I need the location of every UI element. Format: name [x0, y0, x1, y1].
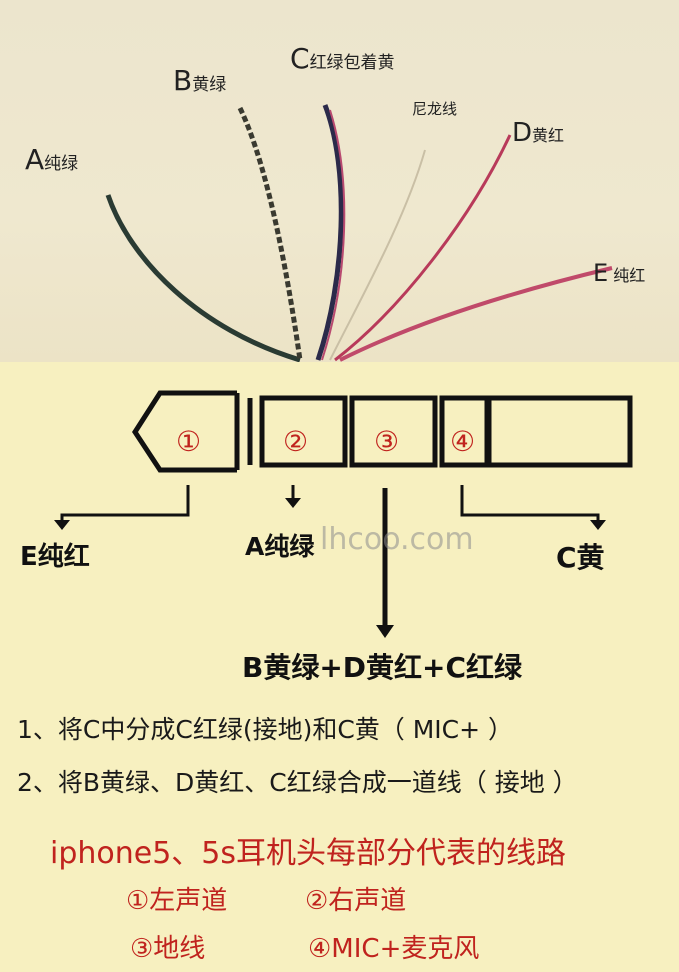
arrow-3-icon	[376, 625, 394, 638]
wire-label-a: A纯绿	[25, 143, 79, 176]
segment-3-number: ③	[374, 425, 400, 458]
wire-label-c: C红绿包着黄	[290, 42, 395, 75]
lead-1	[60, 485, 190, 522]
arrow-2-icon	[285, 498, 301, 508]
segment-1-number: ①	[176, 425, 202, 458]
watermark: lhcoo.com	[320, 522, 474, 557]
wire-nylon	[329, 149, 426, 361]
seg4-connection-label: C黄	[556, 541, 605, 574]
wire-label-e: E 纯红	[593, 259, 646, 287]
seg2-connection-label: A纯绿	[245, 532, 315, 561]
lead-4	[460, 485, 600, 522]
wires-illustration	[105, 104, 613, 362]
arrow-1-icon	[54, 520, 70, 530]
diagram-title: iphone5、5s耳机头每部分代表的线路	[50, 836, 567, 871]
legend-item-2: ②右声道	[305, 886, 407, 916]
instruction-1: 1、将C中分成C红绿(接地)和C黄（ MIC+ ）	[17, 715, 514, 744]
legend-item-3: ③地线	[130, 934, 206, 964]
segment-4-number: ④	[450, 425, 476, 458]
plug-tip-outline	[132, 390, 237, 473]
wire-c	[315, 104, 344, 361]
wire-label-d: D黄红	[512, 118, 565, 148]
wire-label-nylon: 尼龙线	[412, 100, 458, 118]
arrow-4-icon	[590, 520, 606, 530]
plug-ring-1	[259, 395, 348, 468]
wire-d	[334, 134, 512, 362]
instruction-2: 2、将B黄绿、D黄红、C红绿合成一道线（ 接地 ）	[17, 768, 578, 797]
wire-c-red	[321, 109, 346, 361]
wire-e	[339, 266, 613, 362]
segment-2-number: ②	[283, 425, 309, 458]
plug-ring-2	[349, 395, 438, 468]
wire-a	[105, 194, 301, 362]
seg1-connection-label: E纯红	[20, 542, 90, 572]
plug-sleeve	[486, 395, 633, 468]
wire-b	[237, 106, 303, 361]
wires-photo: A纯绿 B黄绿 C红绿包着黄 尼龙线 D黄红 E 纯红	[0, 0, 679, 362]
legend-item-4: ④MIC+麦克风	[308, 934, 480, 964]
legend-item-1: ①左声道	[126, 886, 228, 916]
seg3-connection-label: B黄绿+D黄红+C红绿	[242, 651, 523, 684]
wire-label-b: B黄绿	[173, 64, 227, 97]
